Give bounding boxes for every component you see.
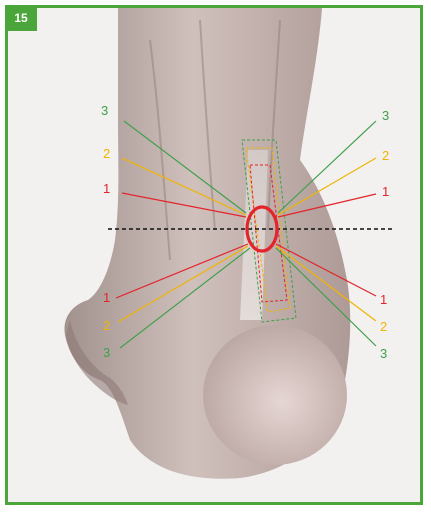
label-left-lower-3: 3 [103, 345, 110, 360]
label-left-upper-1: 1 [103, 181, 110, 196]
label-left-lower-1: 1 [103, 290, 110, 305]
label-right-upper-1: 1 [382, 184, 389, 199]
label-right-upper-2: 2 [382, 148, 389, 163]
label-left-upper-2: 2 [103, 146, 110, 161]
label-left-upper-3: 3 [101, 103, 108, 118]
label-right-lower-2: 2 [380, 319, 387, 334]
label-right-lower-3: 3 [380, 346, 387, 361]
label-right-upper-3: 3 [382, 108, 389, 123]
label-left-lower-2: 2 [103, 318, 110, 333]
label-right-lower-1: 1 [380, 292, 387, 307]
figure-number-badge: 15 [5, 5, 37, 31]
leg-silhouette [64, 8, 350, 479]
